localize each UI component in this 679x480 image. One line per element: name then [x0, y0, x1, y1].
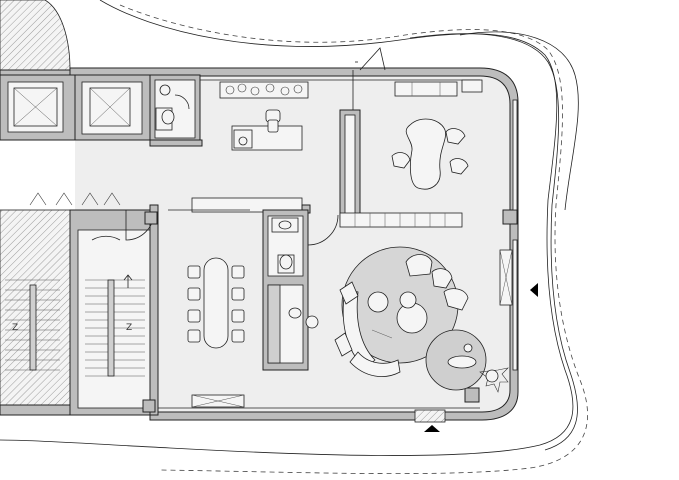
stair-label: Z [126, 323, 132, 333]
site-boundary [0, 0, 588, 475]
neighbour-core [0, 0, 81, 416]
neighbour-stair-label: Z [12, 323, 18, 333]
stair-core: Z [69, 209, 159, 416]
service-block [262, 209, 319, 371]
work-area [391, 81, 469, 190]
section-marker-east [530, 283, 538, 297]
left-planters [29, 192, 121, 206]
meeting-table [187, 257, 245, 408]
reception [219, 81, 309, 151]
planter [461, 79, 499, 383]
stair-treads [85, 279, 145, 377]
core-lifts [0, 74, 151, 141]
east-windows [414, 99, 538, 432]
left-stair-neighbour: Z [5, 279, 60, 371]
interior-partitions [125, 109, 463, 416]
columns [142, 209, 518, 413]
toilet-room [149, 74, 201, 144]
section-marker-south [424, 425, 440, 432]
entry-door [352, 47, 386, 110]
lounge-area [334, 246, 509, 393]
